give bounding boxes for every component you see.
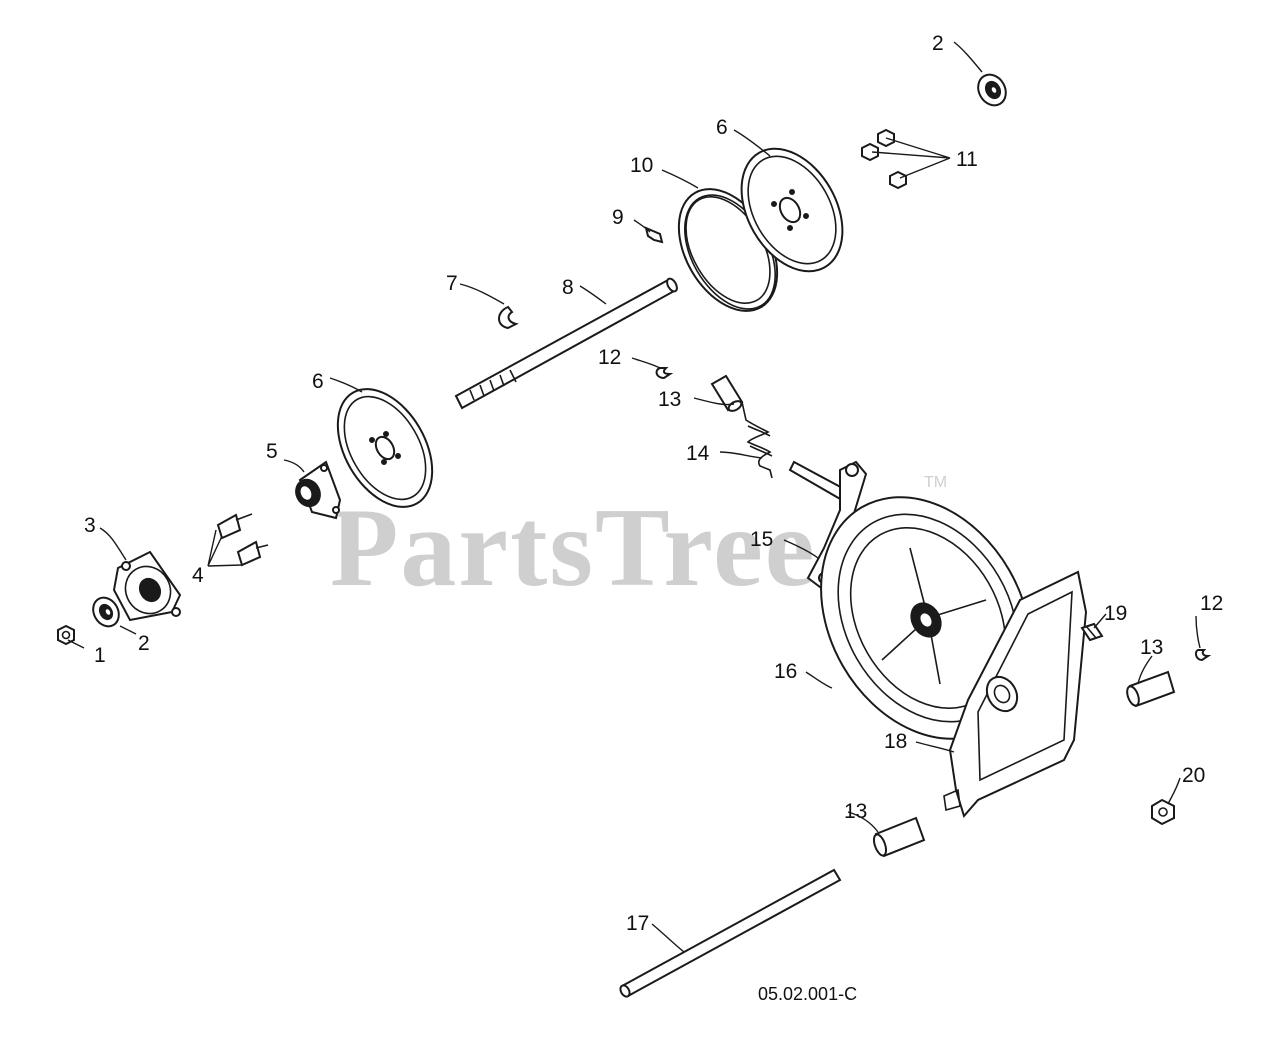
part-17-axle-rod[interactable] (619, 868, 842, 998)
callout-8: 8 (562, 276, 574, 299)
callout-13-right: 13 (1140, 636, 1163, 659)
callout-20: 20 (1182, 764, 1205, 787)
callout-3: 3 (84, 514, 96, 537)
part-12-clip-center[interactable] (655, 367, 674, 380)
drawing-code: 05.02.001-C (758, 984, 857, 1004)
callout-16: 16 (774, 660, 797, 683)
part-2-bearing-right[interactable] (973, 70, 1012, 111)
callout-13-lower: 13 (844, 800, 867, 823)
callout-7: 7 (446, 272, 458, 295)
part-12-clip-right[interactable] (1194, 649, 1212, 662)
part-20-nut[interactable] (1151, 798, 1175, 826)
callout-12-center: 12 (598, 346, 621, 369)
part-8-hex-shaft[interactable] (454, 277, 679, 410)
part-6-drive-disc-right[interactable] (721, 131, 863, 289)
callout-19: 19 (1104, 602, 1127, 625)
callout-11: 11 (956, 148, 978, 171)
callout-18: 18 (884, 730, 907, 753)
callout-17: 17 (626, 912, 649, 935)
part-4-carriage-bolts[interactable] (216, 513, 269, 567)
callout-4: 4 (192, 564, 204, 587)
part-13-roller-right[interactable] (1125, 670, 1176, 708)
callout-6-right: 6 (716, 116, 728, 139)
callout-14: 14 (686, 442, 710, 465)
leader-lines (67, 41, 1201, 953)
part-5-hub[interactable] (291, 460, 342, 520)
part-11-nuts[interactable] (861, 128, 907, 190)
callout-2-right: 2 (932, 32, 944, 55)
watermark-trademark: TM (924, 474, 947, 491)
callout-10: 10 (630, 154, 653, 177)
part-2-bearing-left[interactable] (88, 593, 124, 631)
callout-labels: 1 2 3 4 5 6 7 8 9 10 6 11 2 12 13 14 15 … (84, 32, 1223, 935)
callout-1: 1 (94, 644, 106, 667)
callout-15: 15 (750, 528, 773, 551)
callout-6-left: 6 (312, 370, 324, 393)
part-14-spring[interactable] (741, 401, 773, 479)
part-13-roller-lower[interactable] (872, 816, 926, 858)
part-13-roller-upper[interactable] (710, 374, 744, 413)
part-6-drive-disc-left[interactable] (318, 373, 451, 524)
part-7-e-clip[interactable] (498, 305, 519, 330)
callout-9: 9 (612, 206, 624, 229)
part-18-frame-plate[interactable] (943, 570, 1088, 819)
part-1-nut[interactable] (57, 624, 75, 646)
part-19-screw[interactable] (1080, 622, 1104, 642)
part-3-flange-housing[interactable] (112, 550, 182, 622)
callout-13-upper: 13 (658, 388, 681, 411)
callout-12-right: 12 (1200, 592, 1223, 615)
callout-5: 5 (266, 440, 278, 463)
callout-2-left: 2 (138, 632, 150, 655)
